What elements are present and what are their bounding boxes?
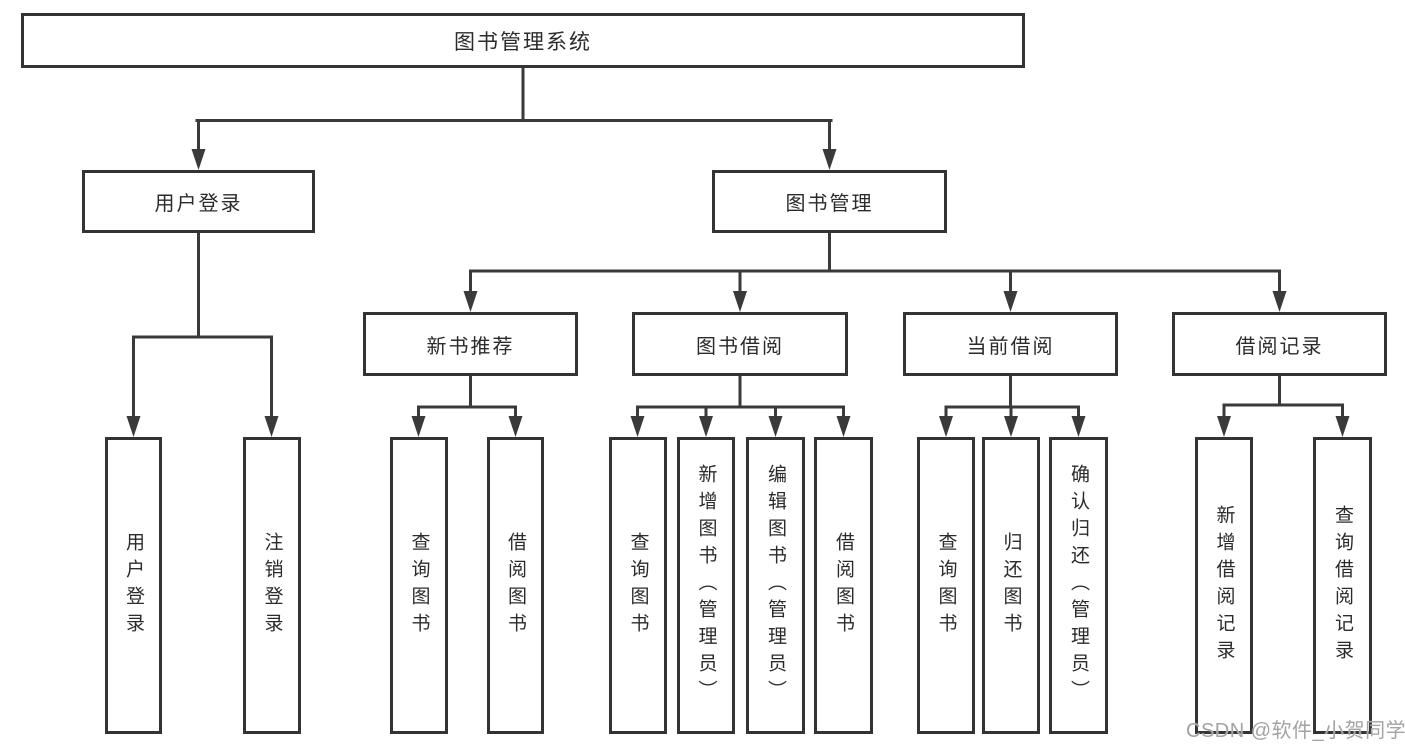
arrowhead [1003,291,1018,312]
node-new-book-recommend: 新书推荐 [363,312,578,376]
leaf-user-login: 用户登录 [105,437,162,734]
node-library-management-system: 图书管理系统 [21,13,1025,68]
leaf-recommend-borrow-books: 借阅图书 [487,437,544,734]
node-label: 查询图书 [935,531,957,640]
arrowhead [1071,416,1086,437]
arrowhead [630,416,645,437]
edge-newbookrec-to-children [417,374,517,425]
node-label: 用户登录 [154,193,243,215]
leaf-borrowing-query-books: 查询图书 [609,437,667,734]
watermark: CSDN @软件_小贺同学 [1186,720,1405,742]
leaf-logout: 注销登录 [243,437,301,734]
leaf-borrowing-edit-books-admin: 编辑图书（管理员） [746,437,805,734]
node-label: 确认归还（管理员） [1068,464,1089,707]
arrowhead [126,416,141,437]
arrowhead [411,416,426,437]
node-book-borrowing: 图书借阅 [632,312,848,376]
node-label: 新增图书（管理员） [695,464,717,707]
node-label: 借阅记录 [1235,335,1324,358]
leaf-recommend-query-books: 查询图书 [390,437,448,734]
arrowhead [939,416,953,437]
node-label: 借阅图书 [505,531,526,640]
node-current-borrowing: 当前借阅 [903,312,1118,376]
node-label: 归还图书 [1000,531,1022,640]
edge-root-to-level2 [195,66,833,158]
node-label: 图书管理系统 [454,30,592,54]
edge-userlogin-to-children [132,231,273,425]
edge-bookmgmt-to-level3 [469,231,1281,300]
leaf-borrowing-add-books-admin: 新增图书（管理员） [677,437,735,734]
leaf-current-confirm-return-admin: 确认归还（管理员） [1049,437,1108,734]
arrowhead [768,416,783,437]
edge-currentborrow-to-children [944,374,1080,425]
node-book-management: 图书管理 [712,170,947,233]
node-label: 新增借阅记录 [1213,504,1235,667]
arrowhead [191,149,206,170]
node-label: 用户登录 [123,531,144,640]
node-label: 注销登录 [261,531,283,640]
arrowhead [463,291,478,312]
arrowhead [1004,416,1018,437]
edge-borrowrecords-to-children [1222,374,1344,425]
node-user-login: 用户登录 [82,170,315,233]
arrowhead [836,416,851,437]
edge-bookborrow-to-children [636,374,845,425]
arrowhead [733,291,747,312]
node-borrowing-records: 借阅记录 [1172,312,1387,376]
arrowheads [126,149,1350,437]
node-label: 查询图书 [408,531,430,640]
node-label: 图书管理 [785,193,874,215]
arrowhead [699,416,713,437]
node-label: 图书借阅 [696,335,784,358]
leaf-current-return-books: 归还图书 [982,437,1040,734]
node-label: 查询图书 [627,531,649,640]
node-label: 当前借阅 [966,335,1055,358]
leaf-current-query-books: 查询图书 [917,437,975,734]
arrowhead [1217,416,1231,437]
arrowhead [508,416,523,437]
arrowhead [822,149,837,170]
arrowhead [264,416,279,437]
leaf-records-add-borrow-record: 新增借阅记录 [1195,437,1253,734]
node-label: 新书推荐 [426,335,515,358]
node-label: 编辑图书（管理员） [765,464,786,707]
node-label: 查询借阅记录 [1332,504,1353,667]
node-label: 借阅图书 [833,531,854,640]
leaf-records-query-borrow-record: 查询借阅记录 [1313,437,1372,734]
arrowhead [1272,291,1287,312]
arrowhead [1335,416,1350,437]
leaf-borrowing-borrow-books: 借阅图书 [814,437,873,734]
